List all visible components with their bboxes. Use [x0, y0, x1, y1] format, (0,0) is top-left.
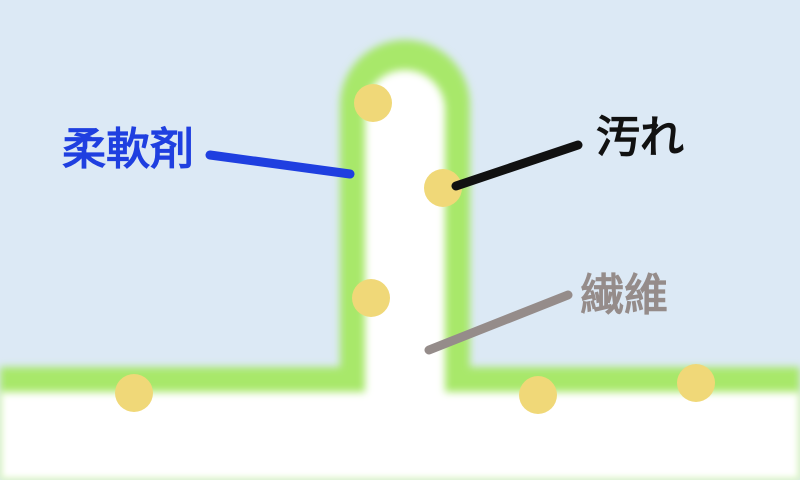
dirt-particle	[519, 376, 557, 414]
fiber-label: 繊維	[580, 270, 668, 321]
dirt-particle	[352, 279, 390, 317]
dirt-particle	[677, 364, 715, 402]
dirt-particle	[115, 374, 153, 412]
dirt-leader-line	[451, 140, 583, 191]
dirt-particle	[424, 169, 462, 207]
dirt-particle	[354, 84, 392, 122]
fiber-leader-line	[424, 290, 573, 355]
fiber-pillar	[365, 70, 445, 480]
dirt-label: 汚れ	[596, 112, 684, 163]
fiber	[0, 70, 800, 480]
softener-label: 柔軟剤	[62, 124, 194, 175]
softener-leader-line	[205, 150, 355, 179]
dirt-particles	[115, 84, 715, 414]
